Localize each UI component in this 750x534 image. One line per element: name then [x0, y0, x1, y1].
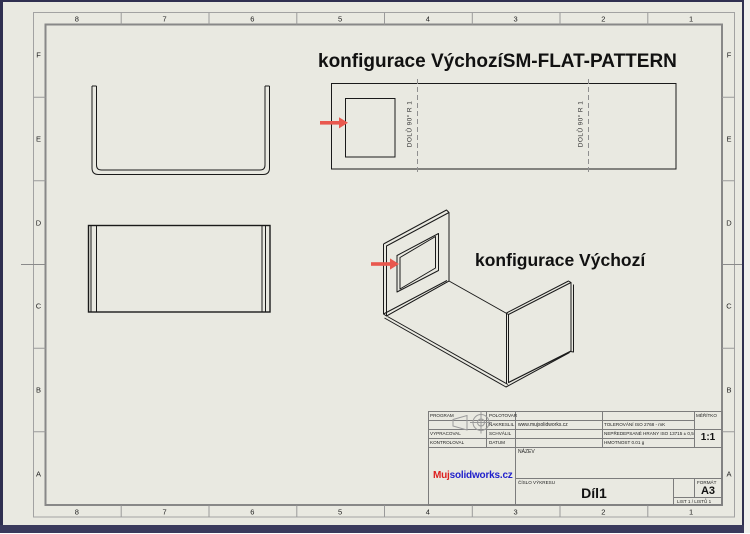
zone-top-3: 3: [513, 14, 518, 23]
window-border-right: [742, 0, 744, 533]
zone-bottom-1: 1: [689, 507, 694, 516]
zone-bottom-8: 8: [74, 507, 79, 516]
format-value: A3: [700, 485, 716, 497]
zone-bottom-6: 6: [250, 507, 255, 516]
zone-right-B: B: [726, 385, 732, 395]
window-border-left: [0, 0, 3, 533]
flat-pattern-config-label[interactable]: konfigurace VýchozíSM-FLAT-PATTERN: [318, 51, 677, 72]
zone-top-2: 2: [601, 14, 606, 23]
flat-pattern-hole: [345, 98, 396, 158]
zone-bottom-7: 7: [162, 507, 167, 516]
default-config-label[interactable]: konfigurace Výchozí: [475, 250, 646, 270]
kontroloval-label: KONTROLOVAL: [430, 440, 465, 445]
red-arrow-flat-pattern: [320, 117, 348, 129]
vypracoval-label: VYPRACOVAL: [430, 431, 461, 436]
list-label: LIST 1 / LISTŮ 1: [677, 499, 712, 504]
zone-right-C: C: [726, 301, 732, 311]
red-arrow-isometric: [371, 258, 399, 270]
mujsolidworks-logo[interactable]: Mujsolidworks.cz: [433, 470, 513, 481]
zone-bottom-2: 2: [601, 507, 606, 516]
zone-top-1: 1: [689, 14, 694, 23]
zone-left-B: B: [35, 385, 42, 395]
zone-bottom-5: 5: [338, 507, 343, 516]
hmotnost-note: HMOTNOST 0.01 g: [604, 440, 645, 445]
bend-note-1[interactable]: DOLŮ 90° R 1: [406, 100, 414, 148]
program-label: PROGRAM: [430, 413, 454, 418]
meritko-value: 1:1: [700, 432, 716, 443]
projection-symbol-icon: [452, 411, 492, 434]
tolerovani-note: TOLEROVÁNÍ ISO 2768 - mK: [604, 422, 666, 427]
polotovar-label: POLOTOVAR: [489, 413, 518, 418]
nakreslil-label: NAKRESLIL: [489, 422, 515, 427]
schvalil-label: SCHVÁLIL: [489, 431, 512, 436]
format-label: FORMÁT: [697, 480, 717, 485]
title-block-grid: [428, 411, 723, 506]
zone-left-E: E: [35, 134, 42, 144]
hrany-note: NEPŘEDEPSANÉ HRANY ISO 13715 ± 0,5: [604, 431, 694, 436]
nazev-label: NÁZEV: [518, 449, 535, 455]
window-border-top: [0, 0, 745, 2]
datum-label: DATUM: [489, 440, 505, 445]
meritko-label: MĚŘÍTKO: [696, 413, 717, 418]
sheet-border: [21, 12, 746, 518]
top-view[interactable]: [87, 224, 271, 313]
zone-left-D: D: [35, 218, 42, 228]
cislo-vykresu-value: Díl1: [581, 485, 607, 501]
logo-prefix: Muj: [433, 470, 450, 481]
cislo-vykresu-label: ČÍSLO VÝKRESU: [518, 480, 556, 485]
iso-hole: [396, 233, 439, 293]
zone-top-6: 6: [250, 14, 255, 23]
zone-right-D: D: [726, 218, 732, 228]
zone-top-8: 8: [74, 14, 79, 23]
zone-right-A: A: [726, 469, 732, 479]
zone-left-A: A: [35, 469, 42, 479]
zone-left-F: F: [36, 50, 41, 60]
zone-right-F: F: [726, 50, 732, 60]
zone-bottom-4: 4: [425, 507, 430, 516]
bend-note-2[interactable]: DOLŮ 90° R 1: [577, 100, 585, 148]
flat-pattern-view[interactable]: [331, 79, 677, 173]
zone-bottom-3: 3: [513, 507, 518, 516]
window-border-bottom: [0, 525, 744, 533]
zone-right-E: E: [726, 134, 732, 144]
zone-left-C: C: [35, 301, 42, 311]
nakreslil-value: www.mujsolidworks.cz: [518, 421, 568, 428]
zone-top-7: 7: [162, 14, 167, 23]
logo-suffix: solidworks.cz: [449, 470, 513, 481]
front-view[interactable]: [91, 85, 270, 175]
zone-top-4: 4: [425, 14, 430, 23]
window-margin-right: [744, 0, 750, 534]
isometric-view[interactable]: [383, 209, 574, 388]
zone-top-5: 5: [338, 14, 343, 23]
